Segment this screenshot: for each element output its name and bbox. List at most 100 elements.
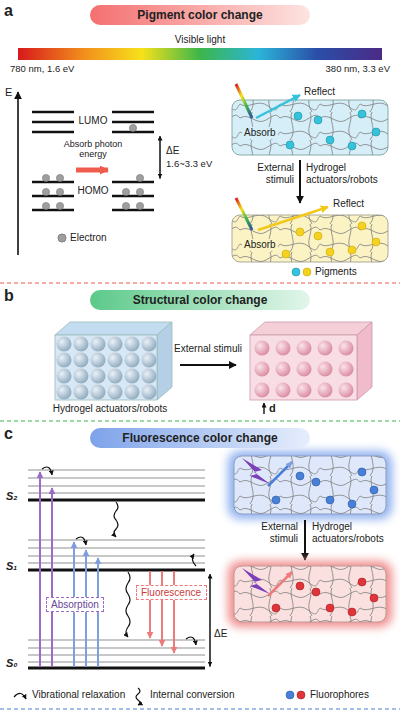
nanosphere: [339, 341, 354, 356]
nanosphere: [297, 362, 312, 377]
figure-rect: [18, 48, 382, 60]
figure-g: [57, 337, 157, 400]
figure-line: [32, 195, 74, 198]
figure-line: [32, 121, 74, 124]
figure-circle: [348, 142, 356, 150]
figure-path: [76, 537, 86, 545]
annotation-label: Hydrogel actuators/robots: [312, 521, 392, 544]
energy-levels: [32, 112, 154, 210]
figure-polygon: [157, 322, 172, 400]
nanosphere: [318, 383, 333, 398]
annotation-label: S₁: [6, 560, 17, 573]
figure-line: [149, 571, 151, 638]
figure-rect: [232, 215, 388, 262]
figure-line: [39, 472, 41, 667]
figure-circle: [286, 141, 294, 149]
dashed-label-box: Absorption: [46, 597, 104, 612]
annotation-label: Hydrogel actuators/robots: [306, 162, 390, 185]
figure-line: [28, 647, 205, 649]
figure-line: [112, 111, 154, 114]
annotation-label: Absorb: [242, 239, 278, 251]
figure-circle: [56, 188, 63, 195]
legend-text: Vibrational relaxation: [32, 689, 125, 700]
fluorescence-arrows: [150, 571, 174, 653]
figure-circle: [314, 116, 322, 124]
nanosphere: [142, 353, 157, 368]
annotation-label: HOMO: [77, 185, 108, 197]
node-text: Fluorescence: [141, 587, 201, 598]
figure-path: [42, 467, 52, 475]
reflect-arrow: [258, 207, 328, 230]
nanosphere: [339, 383, 354, 398]
hydrogel-cube-b: [55, 322, 172, 400]
figure-circle: [42, 188, 49, 195]
figure-circle: [370, 486, 378, 494]
nanosphere: [91, 353, 106, 368]
figure-circle: [292, 268, 300, 276]
nanosphere: [339, 362, 354, 377]
absorb-arrow: [76, 168, 108, 173]
figure-polygon: [250, 322, 372, 335]
figure-line: [32, 181, 74, 184]
absorption-arrows: [40, 472, 98, 667]
figure-rect: [232, 100, 388, 155]
figure-line: [17, 92, 19, 255]
figure-circle: [326, 496, 334, 504]
nanosphere: [108, 369, 123, 384]
electron-symbol: [58, 234, 66, 242]
figure-circle: [326, 604, 334, 612]
nanosphere: [255, 341, 270, 356]
annotation-label: Visible light: [175, 34, 225, 46]
legend-text: Pigments: [315, 266, 357, 277]
figure-circle: [326, 136, 334, 144]
visible-spectrum: [18, 48, 382, 60]
emission-arrow: [268, 572, 292, 596]
figure-line: [112, 209, 154, 212]
nanosphere: [57, 337, 72, 352]
nanosphere: [125, 369, 140, 384]
figure-line: [32, 131, 74, 134]
figure-circle: [326, 248, 334, 256]
nanosphere: [297, 341, 312, 356]
panel-title-band: Structural color change: [90, 290, 310, 310]
figure-circle: [312, 478, 320, 486]
legend-item: Vibrational relaxation: [32, 689, 125, 701]
stimuli-arrow: [304, 520, 306, 560]
legend-swatch: [58, 234, 66, 242]
figure-line: [28, 492, 205, 494]
nanosphere: [142, 385, 157, 400]
figure-circle: [348, 500, 356, 508]
figure-circle: [42, 174, 49, 181]
annotation-label: Hydrogel actuators/robots: [53, 403, 168, 415]
figure-g: [272, 578, 378, 616]
energy-axis: [18, 92, 19, 255]
hydrogel-top-a: [232, 100, 388, 155]
panel-divider: [0, 282, 400, 283]
legend-text: Electron: [70, 232, 107, 243]
annotation-label: Absorb photon energy: [60, 139, 126, 160]
nanosphere: [74, 385, 89, 400]
stimuli-arrow: [299, 160, 301, 203]
nanosphere: [57, 385, 72, 400]
annotation-label: External stimuli: [244, 521, 298, 544]
nanosphere: [108, 385, 123, 400]
figure-circle: [272, 604, 280, 612]
figure-rect: [232, 215, 388, 262]
figure-rect: [232, 100, 388, 155]
figure-circle: [312, 588, 320, 596]
panel-divider: [0, 420, 400, 421]
nanosphere: [74, 337, 89, 352]
delta-e-arrow: [210, 574, 211, 667]
nanosphere: [276, 341, 291, 356]
figure-polygon: [357, 322, 372, 400]
figure-path: [192, 554, 196, 566]
figure-path: [126, 572, 130, 637]
annotation-label: LUMO: [79, 115, 108, 127]
figure-circle: [42, 202, 49, 209]
panel-letter: a: [4, 2, 13, 20]
figure-rect: [228, 451, 392, 519]
annotation-label: Reflect: [333, 198, 364, 210]
figure-circle: [286, 691, 294, 699]
figure-g: [255, 341, 354, 398]
annotation-label: Reflect: [304, 86, 335, 98]
